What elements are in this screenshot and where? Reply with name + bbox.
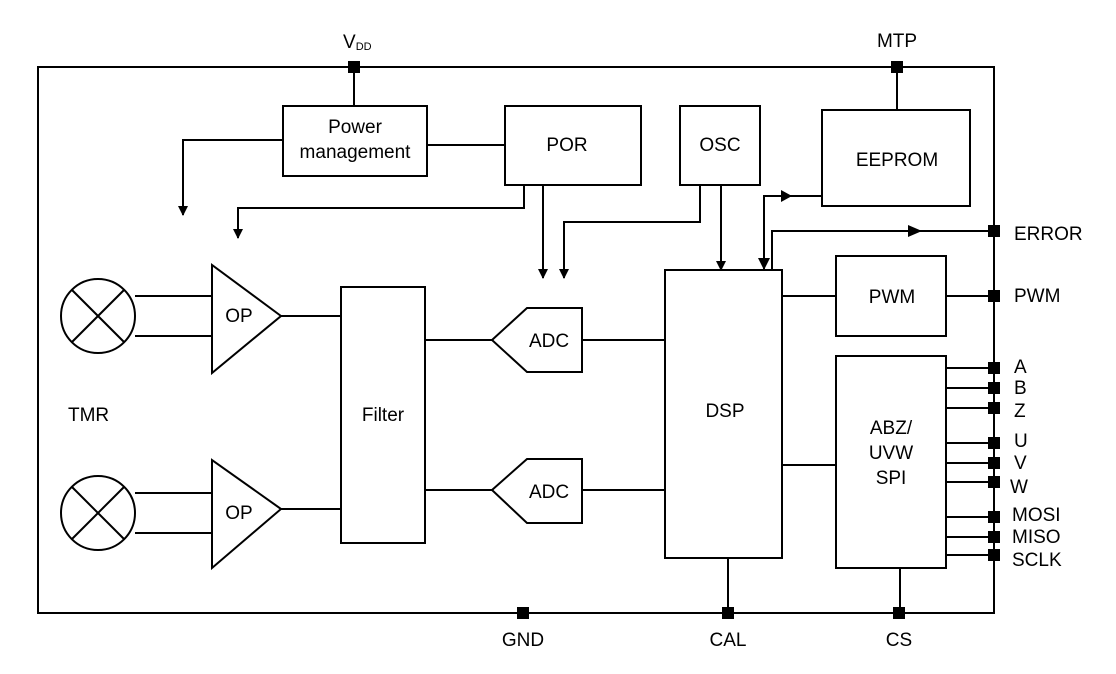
error-arrowhead: [908, 225, 922, 237]
v-label: V: [1014, 453, 1027, 474]
vdd-label: VDD: [343, 32, 372, 53]
sclk-pin: [988, 549, 1000, 561]
mosi-pin: [988, 511, 1000, 523]
osc-block: [679, 105, 761, 186]
tmr-sensor-1: [60, 278, 136, 354]
pwm-block: [835, 255, 947, 337]
adc-1-block: [490, 307, 583, 373]
mtp-label: MTP: [877, 31, 917, 52]
osc-adc-arrow: [559, 185, 701, 279]
error-pin: [988, 225, 1000, 237]
dsp-label: DSP: [705, 401, 744, 422]
cal-label: CAL: [710, 630, 747, 651]
abz-label-2: UVW: [869, 443, 913, 464]
mtp-pin: [891, 61, 903, 73]
op-amp-2: [211, 458, 283, 571]
a-pin: [988, 362, 1000, 374]
osc-label: OSC: [699, 135, 740, 156]
pwm-pin: [988, 290, 1000, 302]
dsp-in-arrowhead: [758, 258, 770, 270]
miso-pin: [988, 531, 1000, 543]
filter-label: Filter: [362, 405, 405, 426]
op-amp-1-label: OP: [225, 306, 252, 327]
v-pin: [988, 457, 1000, 469]
tmr-label: TMR: [68, 405, 109, 426]
gnd-label: GND: [502, 630, 544, 651]
cs-pin: [893, 607, 905, 619]
por-block: [504, 105, 642, 186]
b-label: B: [1014, 378, 1027, 399]
adc-2-block: [490, 458, 583, 524]
eeprom-block: [821, 109, 971, 207]
w-pin: [988, 476, 1000, 488]
w-label: W: [1010, 477, 1028, 498]
filter-block: [340, 286, 426, 544]
gnd-pin: [517, 607, 529, 619]
pm-supply-arrow: [178, 139, 283, 216]
a-label: A: [1014, 357, 1027, 378]
power-management-label-2: management: [300, 142, 412, 163]
z-pin: [988, 402, 1000, 414]
power-management-label-1: Power: [328, 117, 383, 138]
tmr-sensor-2: [60, 475, 136, 551]
cal-pin: [722, 607, 734, 619]
z-label: Z: [1014, 401, 1026, 422]
eeprom-in-arrowhead: [781, 190, 792, 202]
b-pin: [988, 382, 1000, 394]
pwm-block-label: PWM: [869, 287, 915, 308]
op-amp-2-label: OP: [225, 503, 252, 524]
pwm-pin-label: PWM: [1014, 286, 1060, 307]
miso-label: MISO: [1012, 527, 1061, 548]
eeprom-label: EEPROM: [856, 150, 938, 171]
por-op-arrow: [233, 185, 525, 239]
adc-1-label: ADC: [529, 331, 569, 352]
abz-label-3: SPI: [876, 468, 907, 489]
chip-outline: [37, 66, 995, 614]
abz-label-1: ABZ/: [870, 418, 913, 439]
vdd-pin: [348, 61, 360, 73]
eeprom-dsp-wire: [763, 195, 822, 270]
sclk-label: SCLK: [1012, 550, 1062, 571]
u-pin: [988, 437, 1000, 449]
power-management-block: [282, 105, 428, 177]
cs-label: CS: [886, 630, 912, 651]
por-label: POR: [546, 135, 587, 156]
dsp-block: [664, 269, 783, 559]
abz-uvw-spi-block: [835, 355, 947, 569]
error-label: ERROR: [1014, 224, 1083, 245]
op-amp-1: [211, 263, 283, 376]
mosi-label: MOSI: [1012, 505, 1061, 526]
u-label: U: [1014, 431, 1028, 452]
adc-2-label: ADC: [529, 482, 569, 503]
